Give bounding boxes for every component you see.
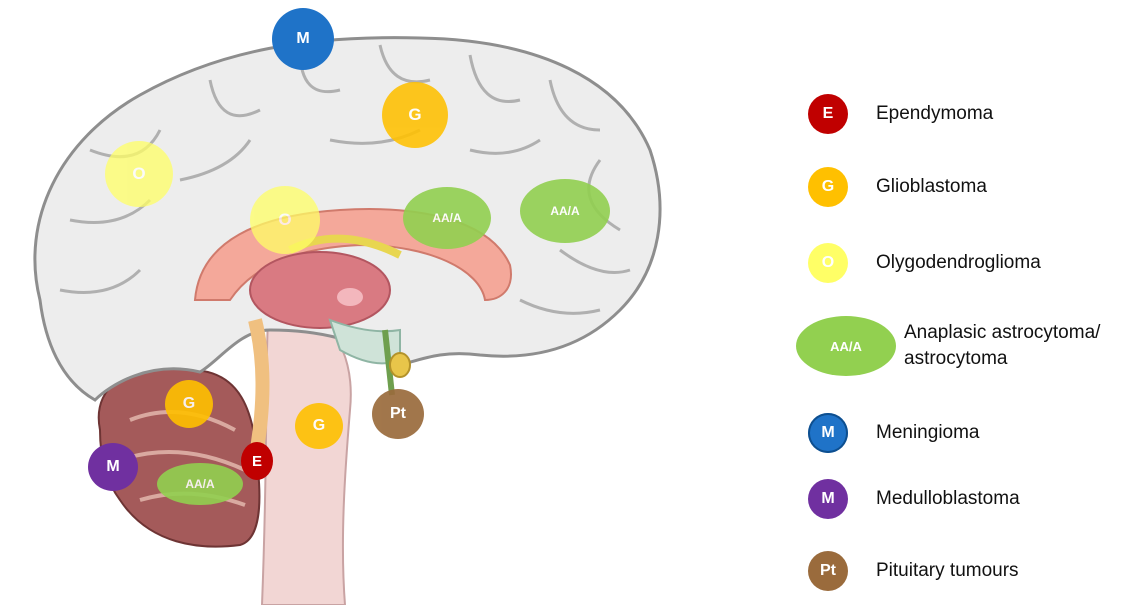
astrocytoma-badge: AA/A (796, 316, 896, 376)
pituitary-badge-code: Pt (820, 562, 836, 580)
ependymoma-label: E (252, 453, 262, 470)
meningioma-marker-label: M (296, 30, 309, 48)
glioblastoma-brainstem-label: G (313, 417, 325, 435)
brain-illustration (0, 0, 780, 605)
astrocytoma-callosum-marker: AA/A (403, 187, 491, 249)
ependymoma-marker: E (241, 442, 273, 480)
legend-label: Olygodendroglioma (876, 250, 1041, 276)
medulloblastoma-badge-code: M (821, 490, 834, 508)
legend-item-ependymoma: E Ependymoma (790, 94, 993, 134)
oligodendroglioma-frontal-label: O (132, 164, 145, 184)
legend-label: Ependymoma (876, 101, 993, 127)
oligodendroglioma-badge: O (808, 243, 848, 283)
mammillary-body (390, 353, 410, 377)
meningioma-marker: M (272, 8, 334, 70)
legend-label: Pituitary tumours (876, 558, 1019, 584)
medulloblastoma-badge: M (808, 479, 848, 519)
aqueduct (255, 320, 263, 460)
glioblastoma-badge: G (808, 167, 848, 207)
legend-label: Meningioma (876, 420, 980, 446)
astrocytoma-callosum-label: AA/A (432, 211, 461, 225)
oligodendroglioma-callosum-label: O (278, 210, 291, 230)
pituitary-marker: Pt (372, 389, 424, 439)
medulloblastoma-label: M (106, 458, 119, 476)
legend-item-medulloblastoma: M Medulloblastoma (790, 479, 1020, 519)
astrocytoma-parietal-marker: AA/A (520, 179, 610, 243)
ependymoma-badge-code: E (823, 105, 834, 123)
nucleus (337, 288, 363, 306)
oligodendroglioma-frontal-marker: O (105, 141, 173, 207)
legend-item-astrocytoma: AA/A Anaplasic astrocytoma/ astrocytoma (790, 316, 1124, 376)
meningioma-badge-code: M (821, 424, 834, 442)
thalamus (250, 252, 390, 328)
glioblastoma-cerebellum-marker: G (165, 380, 213, 428)
astrocytoma-parietal-label: AA/A (550, 204, 579, 218)
glioblastoma-brainstem-marker: G (295, 403, 343, 449)
brainstem (262, 320, 351, 605)
legend-label: Medulloblastoma (876, 486, 1020, 512)
legend-item-glioblastoma: G Glioblastoma (790, 167, 987, 207)
meningioma-badge: M (808, 413, 848, 453)
glioblastoma-cortex-label: G (408, 105, 421, 125)
astrocytoma-cerebellum-marker: AA/A (157, 463, 243, 505)
glioblastoma-cortex-marker: G (382, 82, 448, 148)
pituitary-label: Pt (390, 405, 406, 423)
medulloblastoma-marker: M (88, 443, 138, 491)
legend-item-oligodendroglioma: O Olygodendroglioma (790, 243, 1041, 283)
glioblastoma-badge-code: G (822, 178, 834, 196)
pituitary-badge: Pt (808, 551, 848, 591)
ependymoma-badge: E (808, 94, 848, 134)
legend-label: Anaplasic astrocytoma/ astrocytoma (904, 320, 1124, 372)
oligodendroglioma-callosum-marker: O (250, 186, 320, 254)
astrocytoma-badge-code: AA/A (830, 339, 862, 354)
glioblastoma-cerebellum-label: G (183, 395, 195, 413)
oligodendroglioma-badge-code: O (822, 254, 834, 272)
legend-item-meningioma: M Meningioma (790, 413, 980, 453)
astrocytoma-cerebellum-label: AA/A (185, 477, 214, 491)
legend-item-pituitary: Pt Pituitary tumours (790, 551, 1019, 591)
legend-label: Glioblastoma (876, 174, 987, 200)
